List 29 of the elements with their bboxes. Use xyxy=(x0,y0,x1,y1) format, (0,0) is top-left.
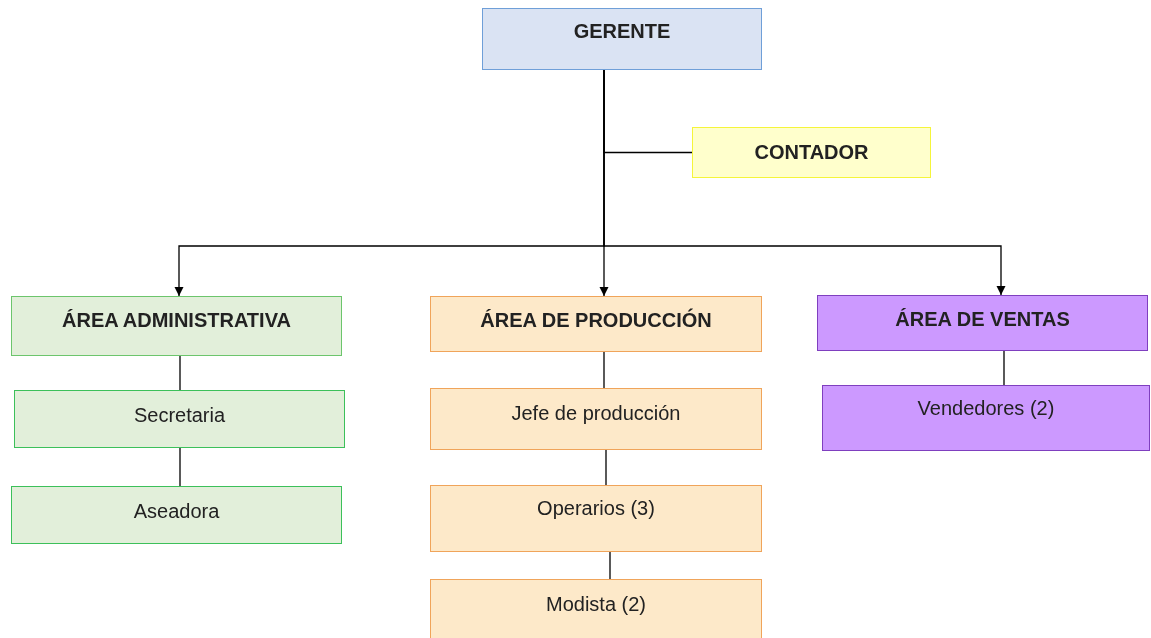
position-label: Jefe de producción xyxy=(511,401,681,425)
connector-line xyxy=(179,355,181,391)
position-box xyxy=(11,486,342,544)
department-title: GERENTE xyxy=(573,19,671,43)
position-box xyxy=(430,485,762,552)
position-box xyxy=(430,388,762,450)
position-box xyxy=(14,390,345,448)
connector-line xyxy=(179,447,181,487)
department-box xyxy=(817,295,1148,351)
position-box xyxy=(822,385,1150,451)
position-box xyxy=(430,579,762,638)
connector-line xyxy=(1003,350,1005,386)
position-label: Operarios (3) xyxy=(537,497,655,520)
department-box xyxy=(11,296,342,356)
position-label: Vendedores (2) xyxy=(917,396,1055,420)
position-label: Modista (2) xyxy=(546,592,646,616)
department-title: ÁREA DE PRODUCCIÓN xyxy=(480,308,712,332)
department-title: ÁREA DE VENTAS xyxy=(895,307,1070,331)
arrow xyxy=(603,69,1006,296)
position-label: Aseadora xyxy=(133,499,220,523)
department-box xyxy=(482,8,762,70)
department-title: ÁREA ADMINISTRATIVA xyxy=(62,308,291,332)
connector-line xyxy=(605,449,607,486)
department-box xyxy=(430,296,762,352)
department-box xyxy=(692,127,931,178)
position-label: Secretaria xyxy=(133,403,226,427)
connector-line xyxy=(609,551,611,580)
department-title: CONTADOR xyxy=(754,141,869,164)
connector-line xyxy=(603,351,605,389)
